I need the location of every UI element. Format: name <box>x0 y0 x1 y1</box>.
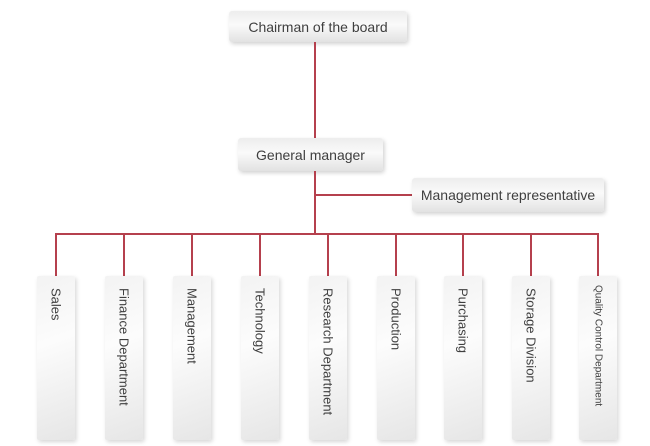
node-quality-control-department-label: Quality Control Department <box>592 285 604 407</box>
connector-drop-production <box>395 233 397 276</box>
node-production-label: Production <box>388 288 404 351</box>
node-production: Production <box>377 276 415 440</box>
connector-bus <box>55 233 598 235</box>
node-purchasing: Purchasing <box>444 276 482 440</box>
connector-drop-storage <box>530 233 532 276</box>
connector-drop-sales <box>55 233 57 276</box>
connector-chairman-to-manager <box>314 42 316 138</box>
connector-drop-research <box>327 233 329 276</box>
node-purchasing-label: Purchasing <box>455 288 471 354</box>
node-technology-label: Technology <box>252 288 268 354</box>
connector-representative-branch <box>315 194 412 196</box>
node-sales: Sales <box>37 276 75 440</box>
node-chairman-label: Chairman of the board <box>248 18 388 35</box>
connector-manager-to-bus <box>314 171 316 233</box>
node-quality-control-department: Quality Control Department <box>579 276 617 440</box>
node-management: Management <box>173 276 211 440</box>
connector-drop-quality <box>597 233 599 276</box>
node-storage-division-label: Storage Division <box>523 288 539 383</box>
node-chairman: Chairman of the board <box>229 11 407 42</box>
connector-drop-technology <box>259 233 261 276</box>
node-management-label: Management <box>184 288 200 364</box>
node-sales-label: Sales <box>48 288 64 321</box>
node-storage-division: Storage Division <box>512 276 550 440</box>
connector-drop-management <box>191 233 193 276</box>
connector-drop-finance <box>123 233 125 276</box>
node-management-representative-label: Management representative <box>420 187 596 203</box>
node-research-department-label: Research Department <box>320 288 336 416</box>
node-management-representative: Management representative <box>412 178 604 212</box>
node-finance-department: Finance Department <box>105 276 143 440</box>
node-research-department: Research Department <box>309 276 347 440</box>
node-finance-department-label: Finance Department <box>116 288 132 406</box>
node-general-manager: General manager <box>238 138 383 171</box>
node-general-manager-label: General manager <box>256 146 365 163</box>
node-technology: Technology <box>241 276 279 440</box>
connector-drop-purchasing <box>462 233 464 276</box>
